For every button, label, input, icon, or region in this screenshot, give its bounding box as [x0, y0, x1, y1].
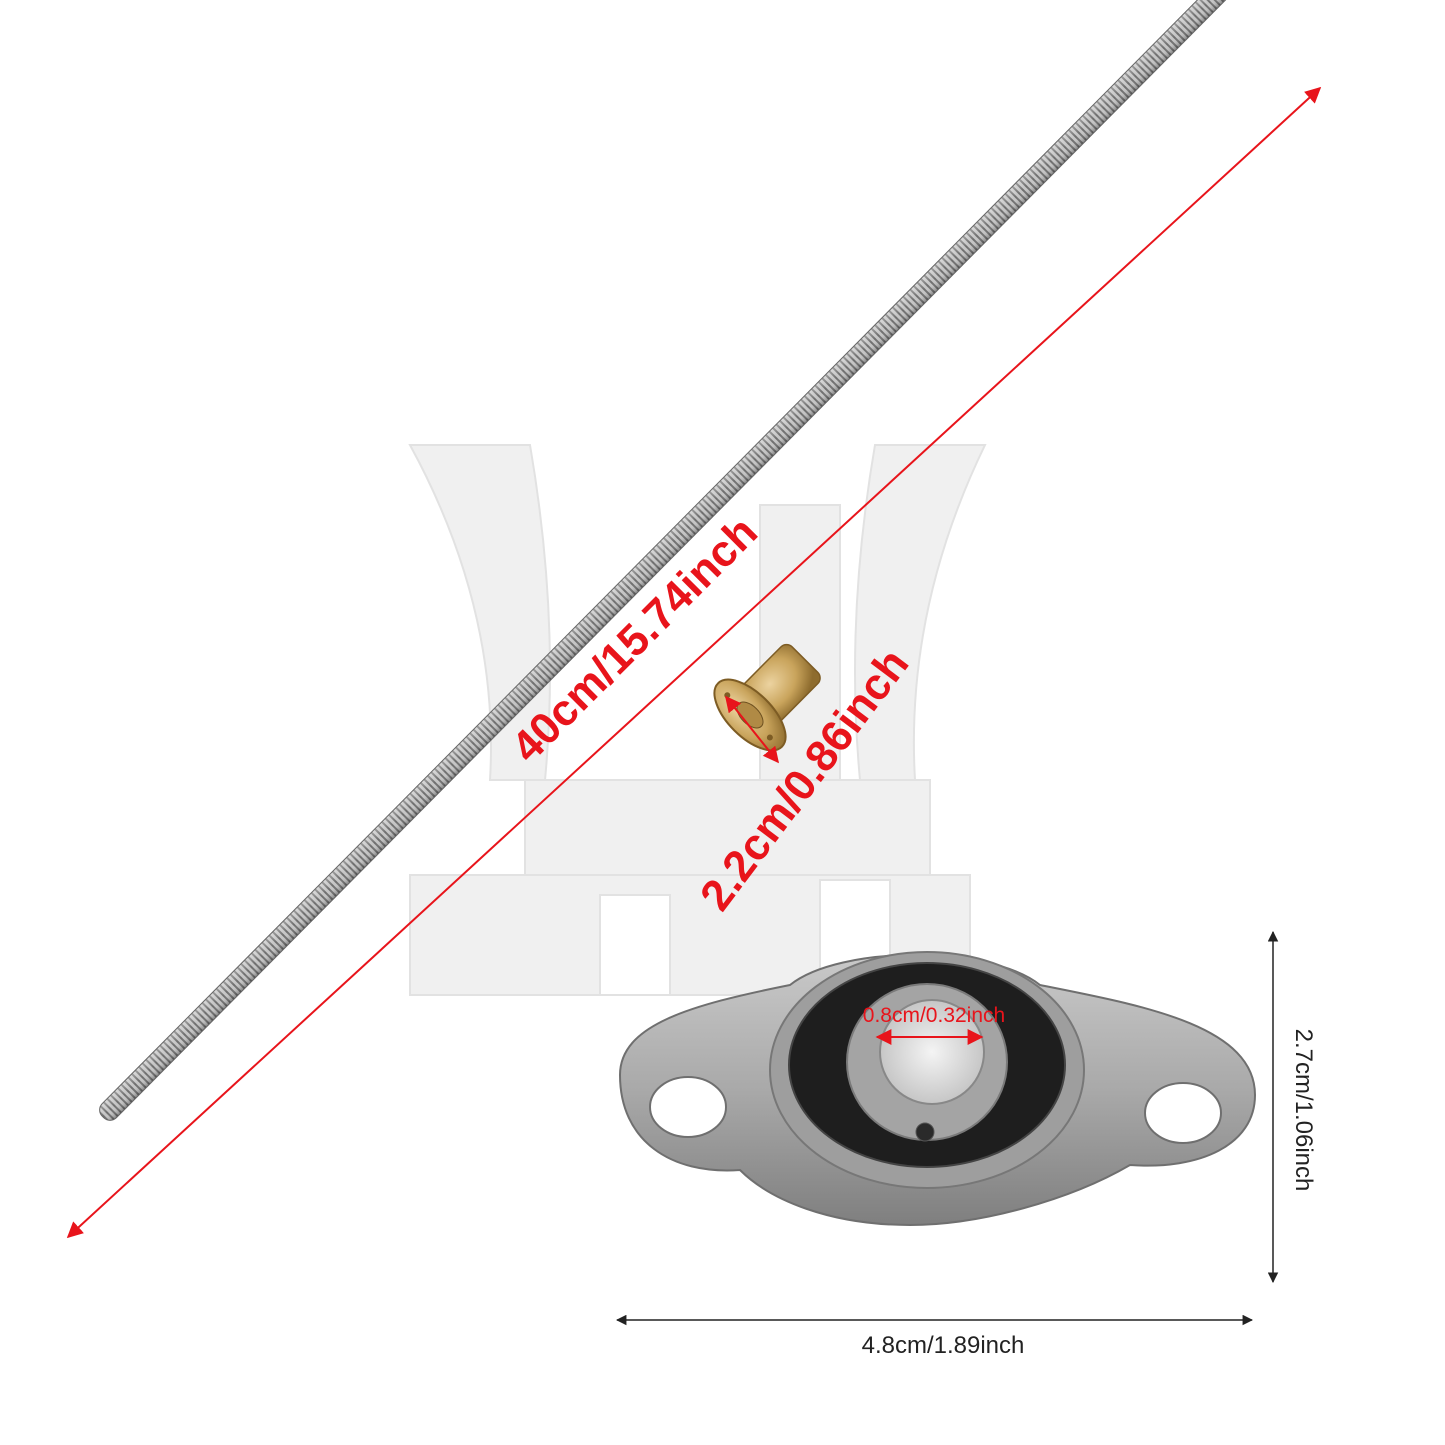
bearing-width-label: 4.8cm/1.89inch: [861, 1332, 1025, 1359]
nut-diameter-dimension-line: [725, 695, 779, 764]
dimension-lines: [66, 86, 1322, 1326]
rod-length-dimension-line: [66, 86, 1322, 1239]
bore-diameter-label: 0.8cm/0.32inch: [862, 1004, 1006, 1027]
bearing-height-label: 2.7cm/1.06inch: [1290, 1028, 1317, 1192]
